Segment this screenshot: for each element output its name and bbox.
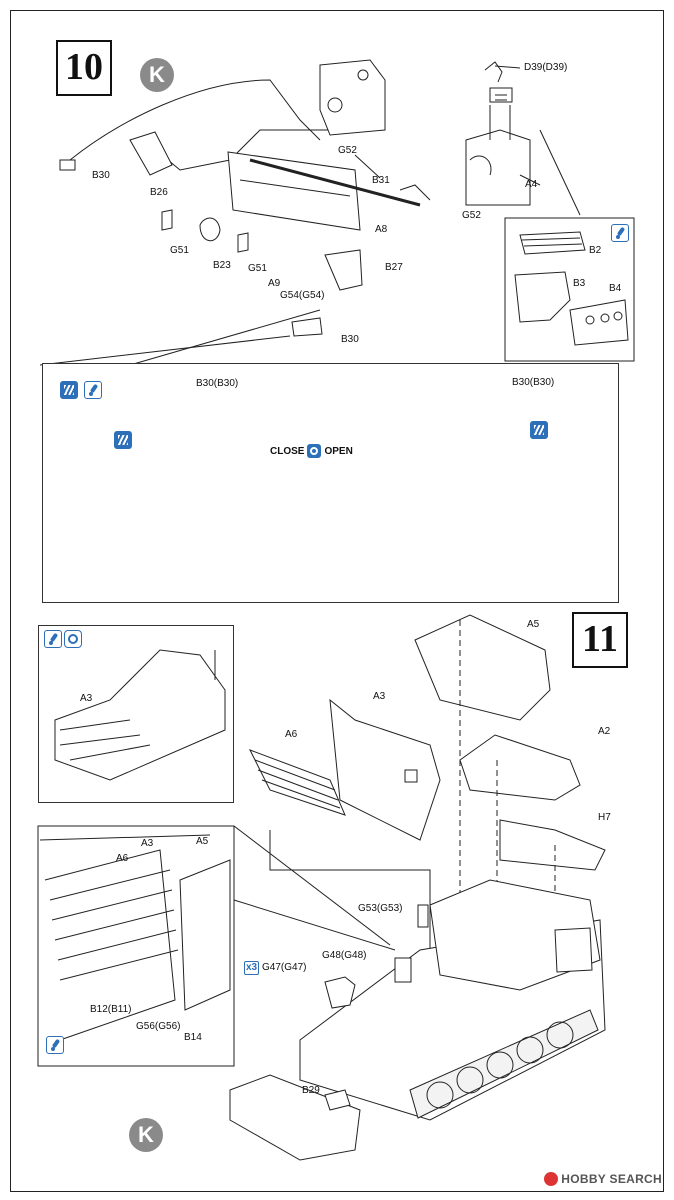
label-b4: B4	[609, 283, 622, 294]
label-b26: B26	[150, 187, 168, 198]
instruction-page-frame	[10, 10, 664, 1192]
quantity-badge: x3	[244, 961, 260, 975]
close-label: CLOSE	[270, 445, 305, 457]
paint-icon	[114, 431, 132, 449]
label-b30-close: B30(B30)	[196, 378, 239, 389]
label-a5-detail: A5	[196, 836, 209, 847]
hobby-search-logo-icon	[544, 1172, 559, 1186]
step-number-10: 10	[56, 40, 112, 96]
label-b3: B3	[573, 278, 586, 289]
assembled-preview-inset	[38, 625, 234, 803]
label-g53: G53(G53)	[358, 903, 403, 914]
label-g47: G47(G47)	[262, 962, 307, 973]
label-a3-inset: A3	[80, 693, 93, 704]
movable-icon	[307, 444, 322, 458]
close-open-detail-panel	[42, 363, 619, 603]
step-number-11: 11	[572, 612, 628, 668]
paint-icon	[530, 421, 548, 439]
open-label: OPEN	[324, 445, 353, 457]
label-h7: H7	[598, 812, 611, 823]
hobby-search-watermark: HOBBY SEARCH	[544, 1172, 662, 1186]
movable-icon	[64, 630, 82, 648]
glue-icon	[84, 381, 102, 399]
label-b14: B14	[184, 1032, 202, 1043]
label-a4: A4	[525, 179, 538, 190]
label-a5: A5	[527, 619, 540, 630]
label-g52-b: G52	[462, 210, 481, 221]
watermark-text: HOBBY SEARCH	[561, 1172, 662, 1186]
label-a8: A8	[375, 224, 388, 235]
k-marker-badge: K	[140, 58, 174, 92]
label-g52-a: G52	[338, 145, 357, 156]
label-a9: A9	[268, 278, 281, 289]
label-b30-bottom: B30	[341, 334, 359, 345]
label-b30-top: B30	[92, 170, 110, 181]
label-a6: A6	[285, 729, 298, 740]
label-b12: B12(B11)	[90, 1004, 132, 1015]
label-b27: B27	[385, 262, 403, 273]
k-marker-badge: K	[129, 1118, 163, 1152]
glue-icon	[611, 224, 629, 242]
glue-icon	[46, 1036, 64, 1054]
label-a2: A2	[598, 726, 611, 737]
label-a3: A3	[373, 691, 386, 702]
label-b31: B31	[372, 175, 390, 186]
label-a6-detail: A6	[116, 853, 129, 864]
glue-icon	[44, 630, 62, 648]
label-b23: B23	[213, 260, 231, 271]
label-b2: B2	[589, 245, 602, 256]
label-g51-a: G51	[170, 245, 189, 256]
label-a3-detail: A3	[141, 838, 154, 849]
label-g51-b: G51	[248, 263, 267, 274]
label-g48: G48(G48)	[322, 950, 367, 961]
label-b30-open: B30(B30)	[512, 377, 555, 388]
label-g56: G56(G56)	[136, 1021, 181, 1032]
paint-icon	[60, 381, 78, 399]
close-open-indicator: CLOSE OPEN	[270, 444, 353, 458]
label-d39: D39(D39)	[524, 62, 568, 73]
label-g54: G54(G54)	[280, 290, 325, 301]
label-b29: B29	[302, 1085, 320, 1096]
